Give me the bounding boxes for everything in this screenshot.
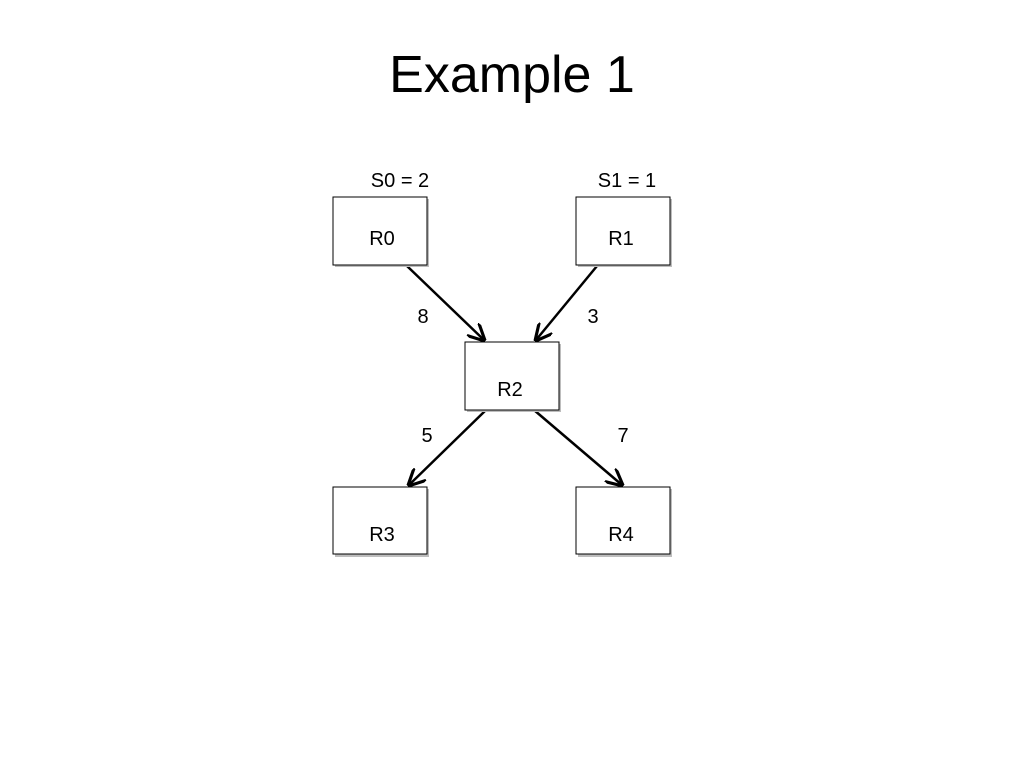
node-label-r3: R3 <box>369 524 395 546</box>
edge-weight-r0-r2: 8 <box>417 306 428 328</box>
source-label-s0: S0 = 2 <box>371 170 429 192</box>
node-label-r1: R1 <box>608 228 634 250</box>
edge-weight-r2-r3: 5 <box>421 425 432 447</box>
node-r4: R4 <box>575 486 672 557</box>
edge-r1-r2 <box>536 265 598 340</box>
edge-arrow <box>533 409 622 485</box>
edge-arrow <box>409 409 487 485</box>
node-box <box>332 196 428 266</box>
slide-title: Example 1 <box>389 46 635 104</box>
edge-arrow <box>536 265 598 340</box>
node-label-r0: R0 <box>369 228 395 250</box>
node-box <box>575 196 671 266</box>
node-label-r2: R2 <box>497 379 523 401</box>
edge-weight-r1-r2: 3 <box>587 306 598 328</box>
edge-arrow <box>406 265 484 340</box>
node-box <box>464 341 560 411</box>
node-r1: R1 <box>575 196 672 267</box>
edge-weight-r2-r4: 7 <box>617 425 628 447</box>
node-label-r4: R4 <box>608 524 634 546</box>
node-r0: R0 <box>332 196 429 267</box>
edge-r0-r2 <box>406 265 484 340</box>
node-box <box>575 486 671 555</box>
node-r3: R3 <box>332 486 429 557</box>
node-r2: R2 <box>464 341 561 412</box>
edge-r2-r4 <box>533 409 622 485</box>
node-box <box>332 486 428 555</box>
source-label-s1: S1 = 1 <box>598 170 656 192</box>
edge-r2-r3 <box>409 409 487 485</box>
